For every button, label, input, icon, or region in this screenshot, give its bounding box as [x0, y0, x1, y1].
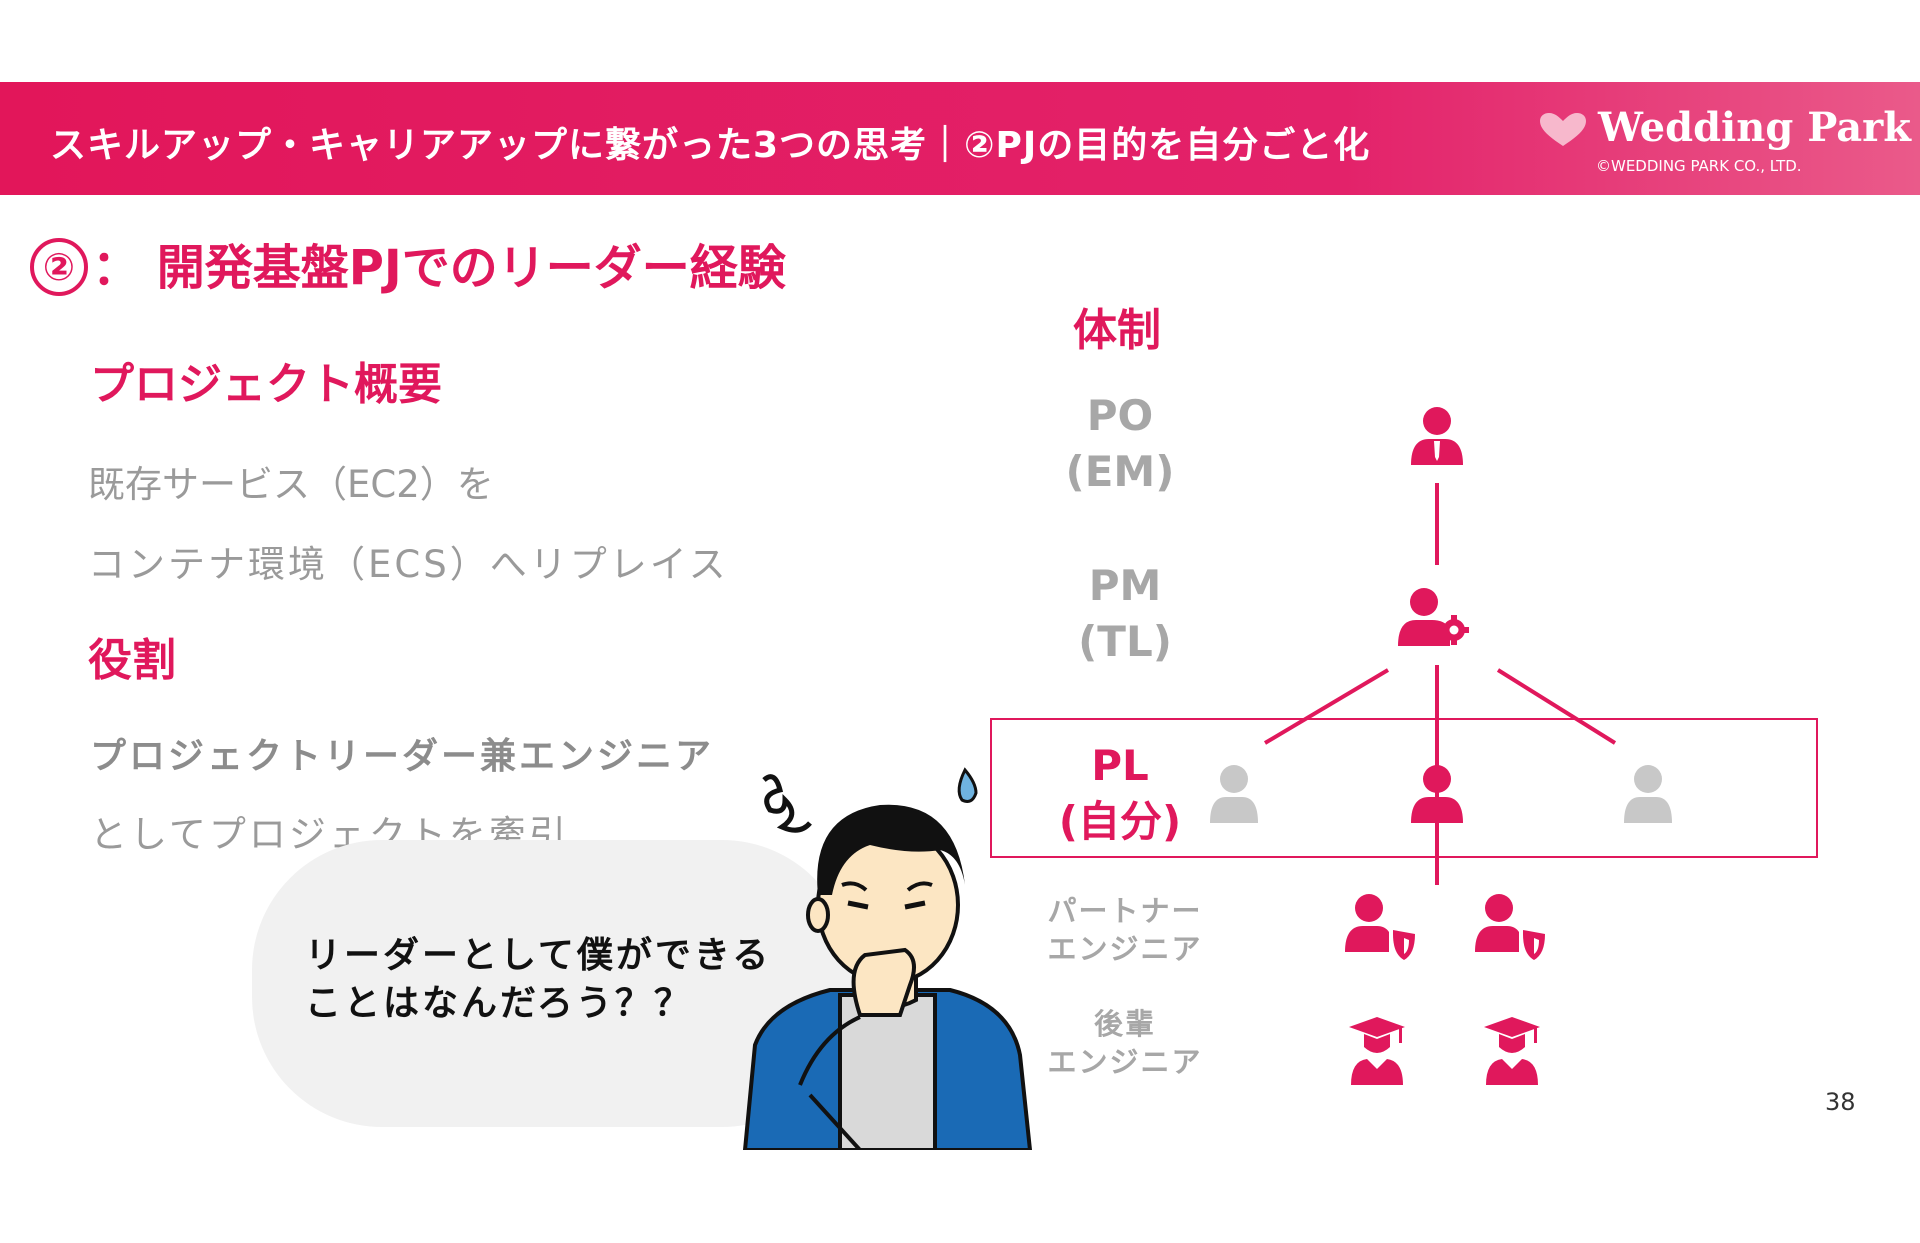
page-number: 38 — [1825, 1088, 1856, 1116]
person-shield-icon-2 — [1475, 894, 1545, 960]
person-gear-icon — [1398, 588, 1469, 646]
connector-pm-right — [1498, 670, 1615, 743]
connector-pm-left — [1265, 670, 1388, 743]
person-suit-icon — [1411, 407, 1463, 465]
graduate-icon-1 — [1349, 1017, 1405, 1085]
org-connectors — [1265, 483, 1615, 885]
graduate-icon-2 — [1484, 1017, 1540, 1085]
person-icon-right — [1624, 765, 1672, 823]
person-shield-icon-1 — [1345, 894, 1415, 960]
person-icon-left — [1210, 765, 1258, 823]
